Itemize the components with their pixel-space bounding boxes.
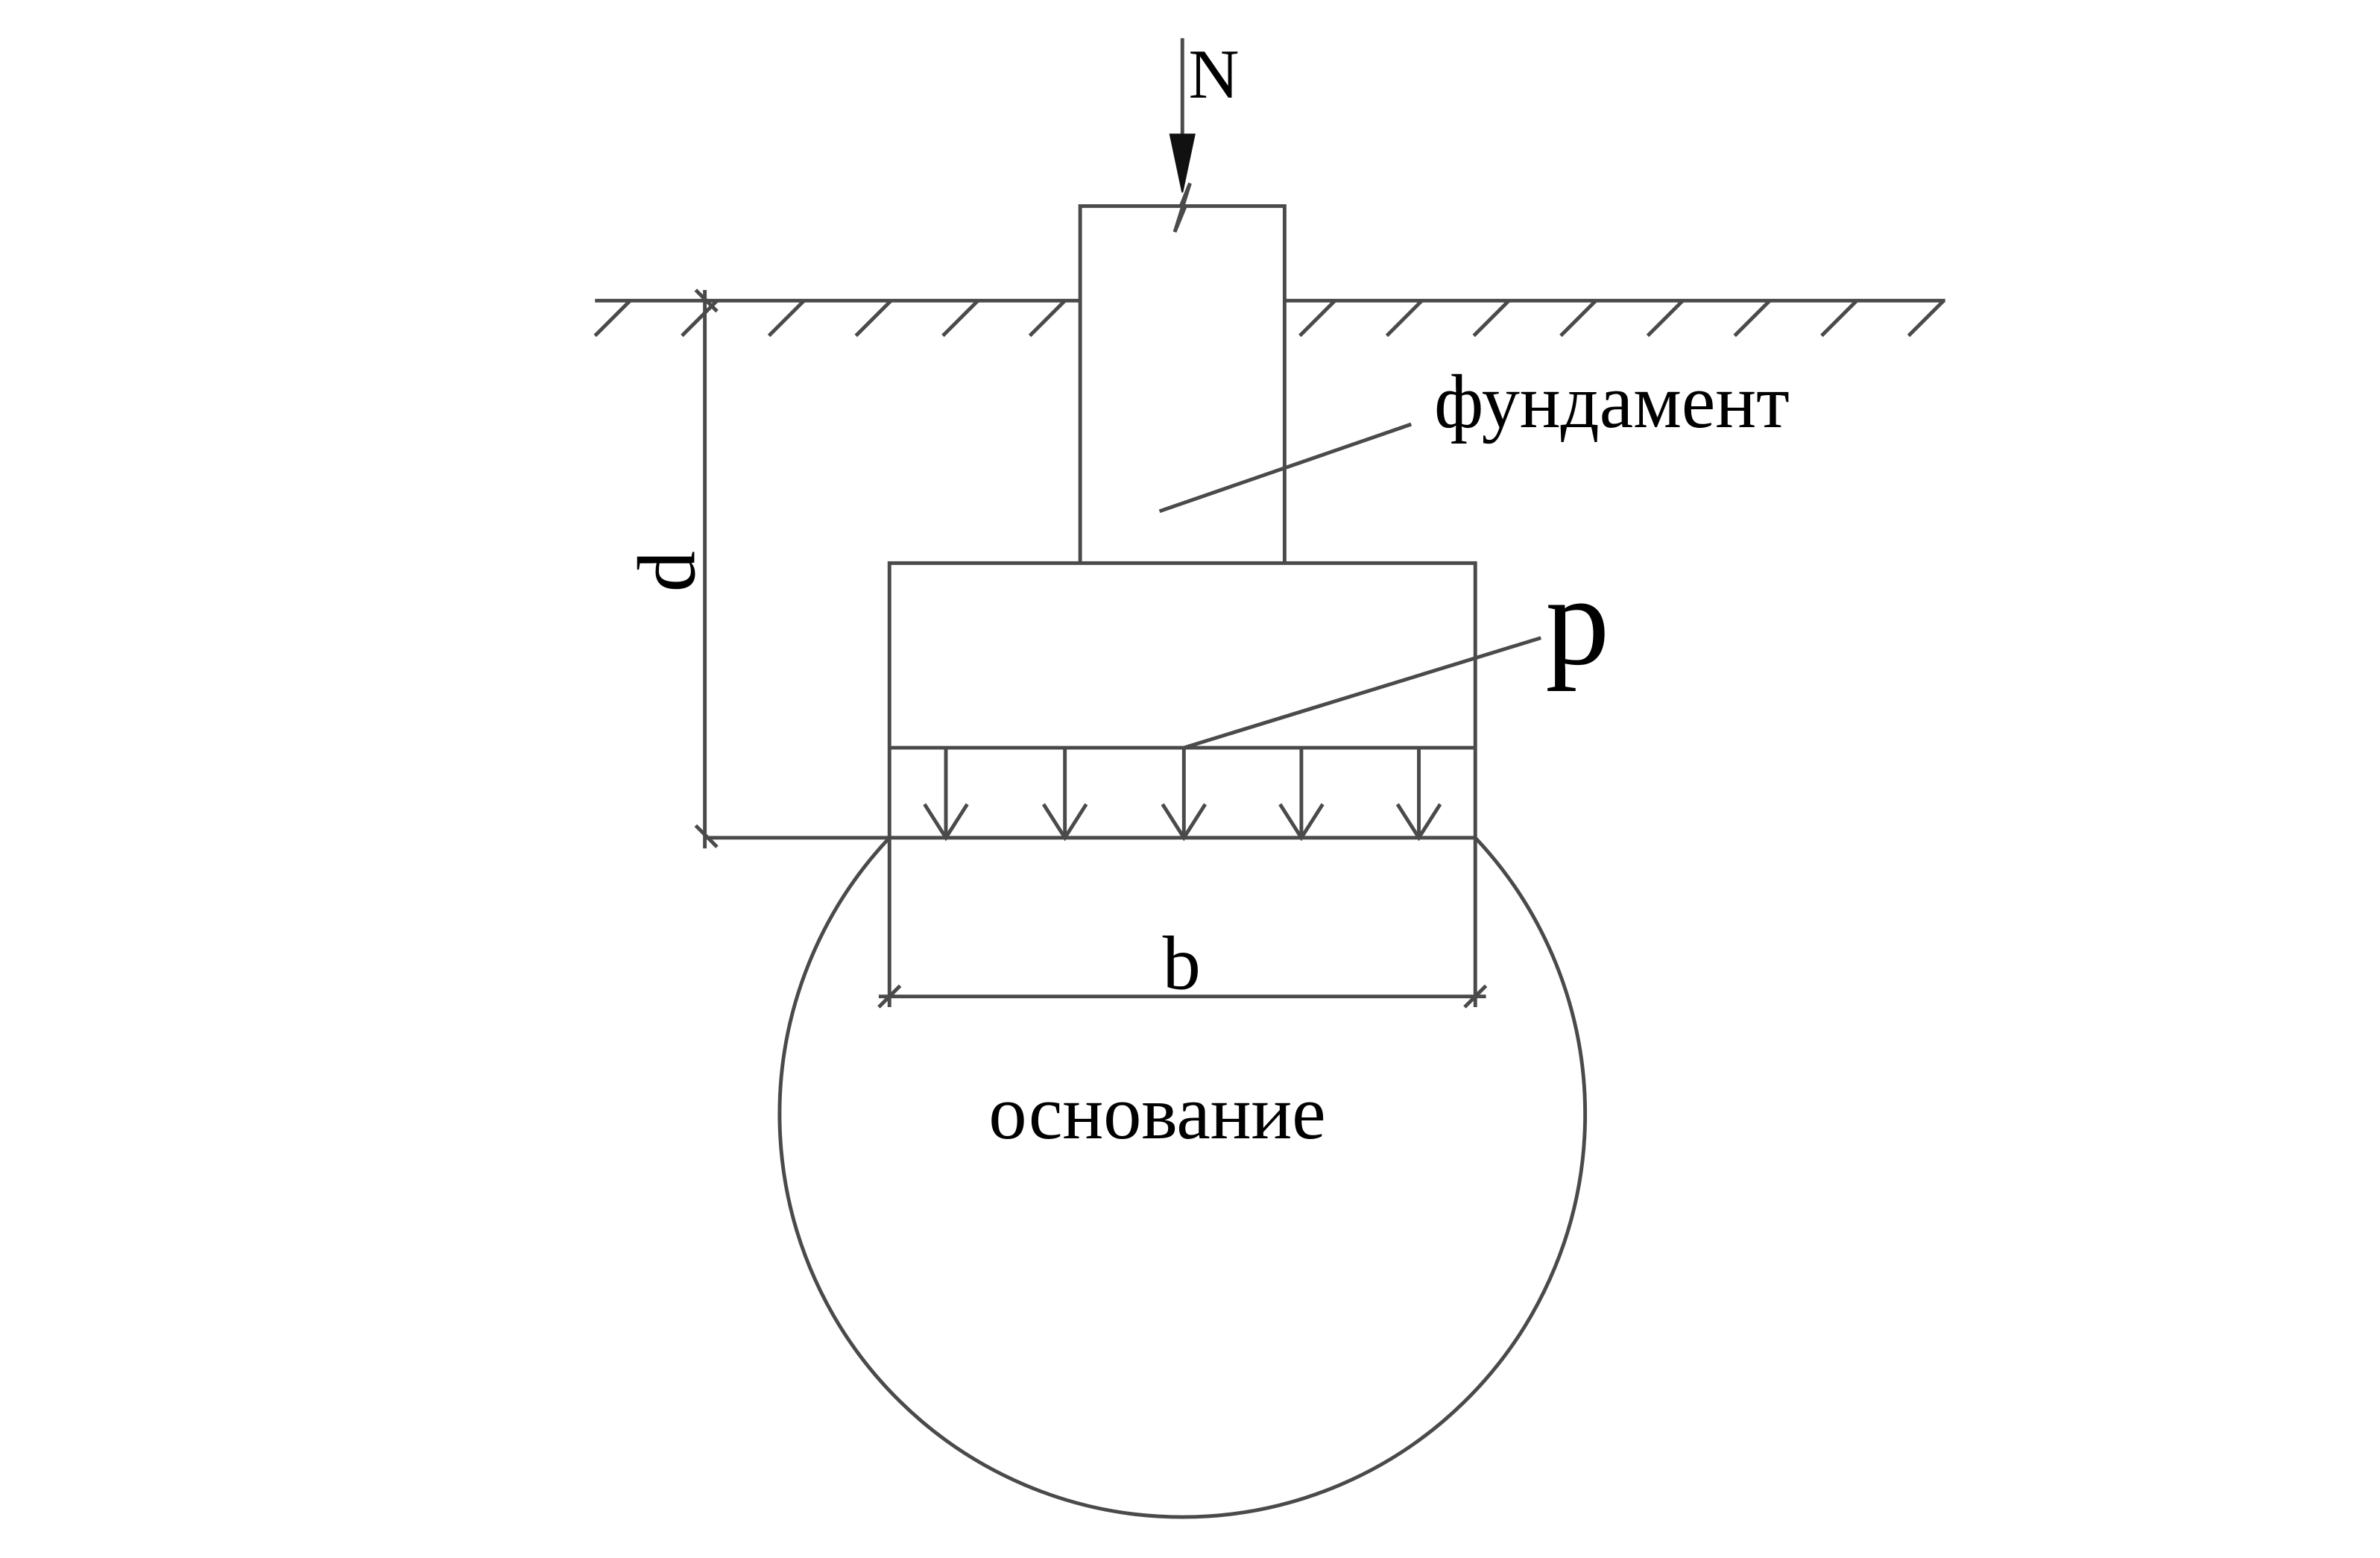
force-arrow: [1169, 38, 1196, 193]
depth-label: d: [621, 551, 712, 592]
pressure-leader-line: [1183, 636, 1541, 750]
width-label: b: [1163, 921, 1201, 1006]
ground-hatching: [593, 299, 1945, 338]
pressure-label: p: [1545, 550, 1609, 692]
width-dimension: [877, 837, 1488, 1009]
foundation-column: [1078, 182, 1287, 564]
soil-base-bulb: [777, 836, 1588, 1519]
force-label: N: [1188, 36, 1239, 113]
base-label: основание: [988, 1071, 1325, 1155]
pressure-arrows: [923, 748, 1442, 842]
depth-dimension: [694, 288, 890, 849]
foundation-leader-line: [1158, 422, 1412, 514]
foundation-label: фундамент: [1434, 360, 1790, 444]
